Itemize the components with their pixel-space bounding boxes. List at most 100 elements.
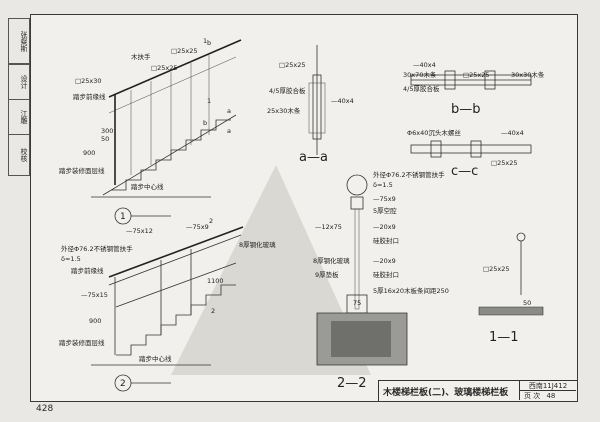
nosing-line [102, 114, 237, 196]
label: □25x30 [75, 77, 102, 85]
label: —75x9 [373, 195, 396, 203]
section-title: a—a [299, 150, 328, 165]
section-11: □25x25 50 1—1 [478, 232, 544, 345]
label: 1 [203, 37, 207, 45]
detail-number: 1 [120, 212, 126, 222]
technical-drawing: 木扶手 □25x25 □25x25 □25x30 踏步前缘线 300 50 90… [59, 37, 545, 392]
page-value: 48 [546, 392, 556, 400]
drawing-2: 外径Φ76.2不锈钢管扶手 δ=1.5 —75x12 —75x9 8厚钢化玻璃 … [59, 217, 276, 392]
label: 踏步装修面层线 [59, 338, 105, 347]
section-cc: Φ6x40沉头木螺丝 —40x4 □25x25 c—c [407, 128, 532, 179]
top-channel [108, 234, 242, 286]
label: 75 [353, 299, 361, 307]
concrete-core [331, 321, 391, 357]
page-number: 428 [36, 404, 54, 414]
label: 300 [101, 127, 113, 135]
section-22: 外径Φ76.2不锈钢管扶手 δ=1.5 —75x9 5厚空腔 —12x75 —2… [313, 170, 449, 391]
label: a [227, 127, 231, 135]
label: 50 [523, 299, 531, 307]
label: δ=1.5 [61, 255, 81, 263]
label: 踏步装修面层线 [59, 166, 105, 175]
section-title: b—b [451, 102, 481, 117]
label: b [207, 39, 211, 47]
label: 4/5厚胶合板 [403, 84, 440, 93]
atlas-label: 西南11J412 [519, 381, 576, 391]
label: a [227, 107, 231, 115]
label: —40x4 [501, 129, 524, 137]
label: 8厚钢化玻璃 [313, 256, 350, 265]
baluster-section [444, 70, 456, 90]
label: 2 [211, 307, 215, 315]
section-title: c—c [451, 164, 478, 179]
label: □25x25 [491, 159, 518, 167]
label: —75x12 [126, 227, 153, 235]
label: —75x15 [81, 291, 108, 299]
label: —12x75 [315, 223, 342, 231]
sidebar-cell: 设计 [8, 64, 30, 100]
title-block: 木楼梯栏板(二)、玻璃楼梯栏板 西南11J412 页 次 48 [378, 380, 577, 401]
label: 踏步前缘线 [73, 92, 106, 101]
handrail [108, 39, 242, 98]
label: □25x25 [151, 64, 178, 72]
glass-bottom [115, 262, 237, 308]
label: 硅胶封口 [373, 236, 399, 245]
label: 木扶手 [131, 52, 151, 61]
label: 2 [209, 217, 213, 225]
sidebar-cell: 江雕 [8, 99, 30, 135]
sidebar-cell: 校核 [8, 134, 30, 176]
drawing-1: 木扶手 □25x25 □25x25 □25x30 踏步前缘线 300 50 90… [59, 37, 242, 225]
approval-sidebar: 校核 江雕 设计 张粲斯 [8, 14, 30, 400]
label: 900 [83, 149, 95, 157]
stair-steps [116, 284, 236, 356]
baluster-section [470, 140, 482, 158]
label: 9厚垫板 [315, 270, 339, 279]
page-label: 页 次 [524, 392, 541, 400]
tread [478, 306, 544, 316]
label: 外径Φ76.2不锈钢管扶手 [61, 244, 133, 253]
rail-section [516, 232, 526, 242]
handrail [108, 226, 244, 278]
section-bb: —40x4 30x70木条 4/5厚胶合板 □25x25 30x30木条 b—b [403, 61, 545, 117]
detail-number: 2 [120, 379, 126, 389]
drawing-title: 木楼梯栏板(二)、玻璃楼梯栏板 [383, 388, 509, 398]
label: □25x25 [483, 265, 510, 273]
top-channel [350, 196, 364, 210]
label: 30x70木条 [403, 70, 437, 79]
section-title: 1—1 [489, 330, 519, 345]
label: Φ6x40沉头木螺丝 [407, 128, 461, 137]
label: 30x30木条 [511, 70, 545, 79]
label: 外径Φ76.2不锈钢管扶手 [373, 170, 445, 179]
label: —20x9 [373, 223, 396, 231]
glass-panel [354, 208, 360, 310]
label: 1100 [207, 277, 224, 285]
label: —40x4 [413, 61, 436, 69]
label: 8厚钢化玻璃 [239, 240, 276, 249]
label: □25x25 [463, 71, 490, 79]
rail-line [108, 56, 237, 114]
section-title: 2—2 [337, 376, 367, 391]
label: b [203, 119, 207, 127]
label: 1 [207, 97, 211, 105]
baluster-section [430, 140, 442, 158]
label: 5厚空腔 [373, 206, 397, 215]
handrail-tube [346, 174, 368, 196]
label: 踏步中心线 [139, 354, 172, 363]
drawing-frame: 木扶手 □25x25 □25x25 □25x30 踏步前缘线 300 50 90… [30, 14, 578, 402]
label: 25x30木条 [267, 106, 301, 115]
label: 4/5厚胶合板 [269, 86, 306, 95]
label: 踏步前缘线 [71, 266, 104, 275]
baluster-section [484, 70, 496, 90]
sidebar-cell: 张粲斯 [8, 18, 30, 64]
label: □25x25 [171, 47, 198, 55]
label: δ=1.5 [373, 181, 393, 189]
label: —75x9 [186, 223, 209, 231]
page-cell: 页 次 48 [519, 391, 576, 400]
label: —40x4 [331, 97, 354, 105]
label: 5厚16x20木板条间距250 [373, 286, 449, 295]
label: 踏步中心线 [131, 182, 164, 191]
label: □25x25 [279, 61, 306, 69]
label: 硅胶封口 [373, 270, 399, 279]
label: 900 [89, 317, 101, 325]
label: —20x9 [373, 257, 396, 265]
